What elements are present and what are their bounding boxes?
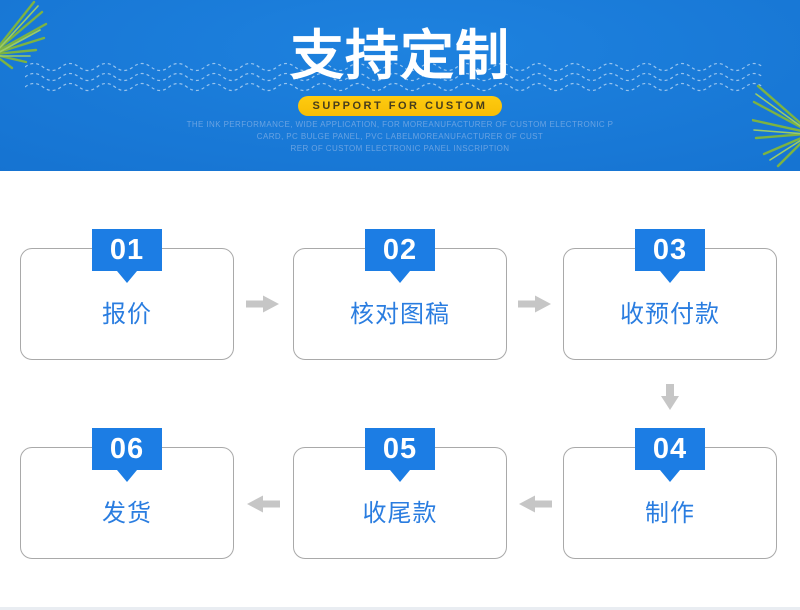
palm-leaf-icon — [0, 0, 48, 70]
arrow-right-icon — [246, 295, 280, 313]
step-card-advance-payment: 03 收预付款 — [563, 229, 777, 360]
banner-description: THE INK PERFORMANCE, WIDE APPLICATION, F… — [0, 119, 800, 155]
banner-title: 支持定制 — [290, 26, 510, 86]
step-label: 收预付款 — [620, 300, 720, 328]
step-number-badge: 04 — [635, 428, 705, 470]
step-card-shipping: 06 发货 — [20, 428, 234, 559]
support-ribbon: SUPPORT FOR CUSTOM — [298, 96, 502, 116]
step-number-badge: 03 — [635, 229, 705, 271]
banner-description-line: THE INK PERFORMANCE, WIDE APPLICATION, F… — [186, 120, 614, 129]
step-number-badge: 05 — [365, 428, 435, 470]
step-card-final-payment: 05 收尾款 — [293, 428, 507, 559]
palm-leaf-icon — [752, 84, 800, 168]
custom-support-banner: 支持定制 SUPPORT FOR CUSTOM THE INK PERFORMA… — [0, 0, 800, 171]
step-label: 收尾款 — [362, 499, 438, 527]
arrow-left-icon — [246, 495, 280, 513]
step-number-badge: 01 — [92, 229, 162, 271]
step-card-quote: 01 报价 — [20, 229, 234, 360]
step-number-badge: 06 — [92, 428, 162, 470]
wave-lines-decoration — [25, 62, 764, 92]
banner-description-line: RER OF CUSTOM ELECTRONIC PANEL INSCRIPTI… — [290, 144, 510, 153]
arrow-left-icon — [518, 495, 552, 513]
step-label: 制作 — [645, 499, 695, 527]
step-label: 发货 — [102, 499, 152, 527]
step-label: 核对图稿 — [350, 300, 450, 328]
step-card-production: 04 制作 — [563, 428, 777, 559]
next-section-divider — [0, 607, 800, 610]
step-label: 报价 — [102, 300, 152, 328]
arrow-down-icon — [661, 384, 679, 410]
step-card-check-artwork: 02 核对图稿 — [293, 229, 507, 360]
step-number-badge: 02 — [365, 229, 435, 271]
arrow-right-icon — [518, 295, 552, 313]
banner-description-line: CARD, PC BULGE PANEL, PVC LABELMOREANUFA… — [256, 132, 544, 141]
